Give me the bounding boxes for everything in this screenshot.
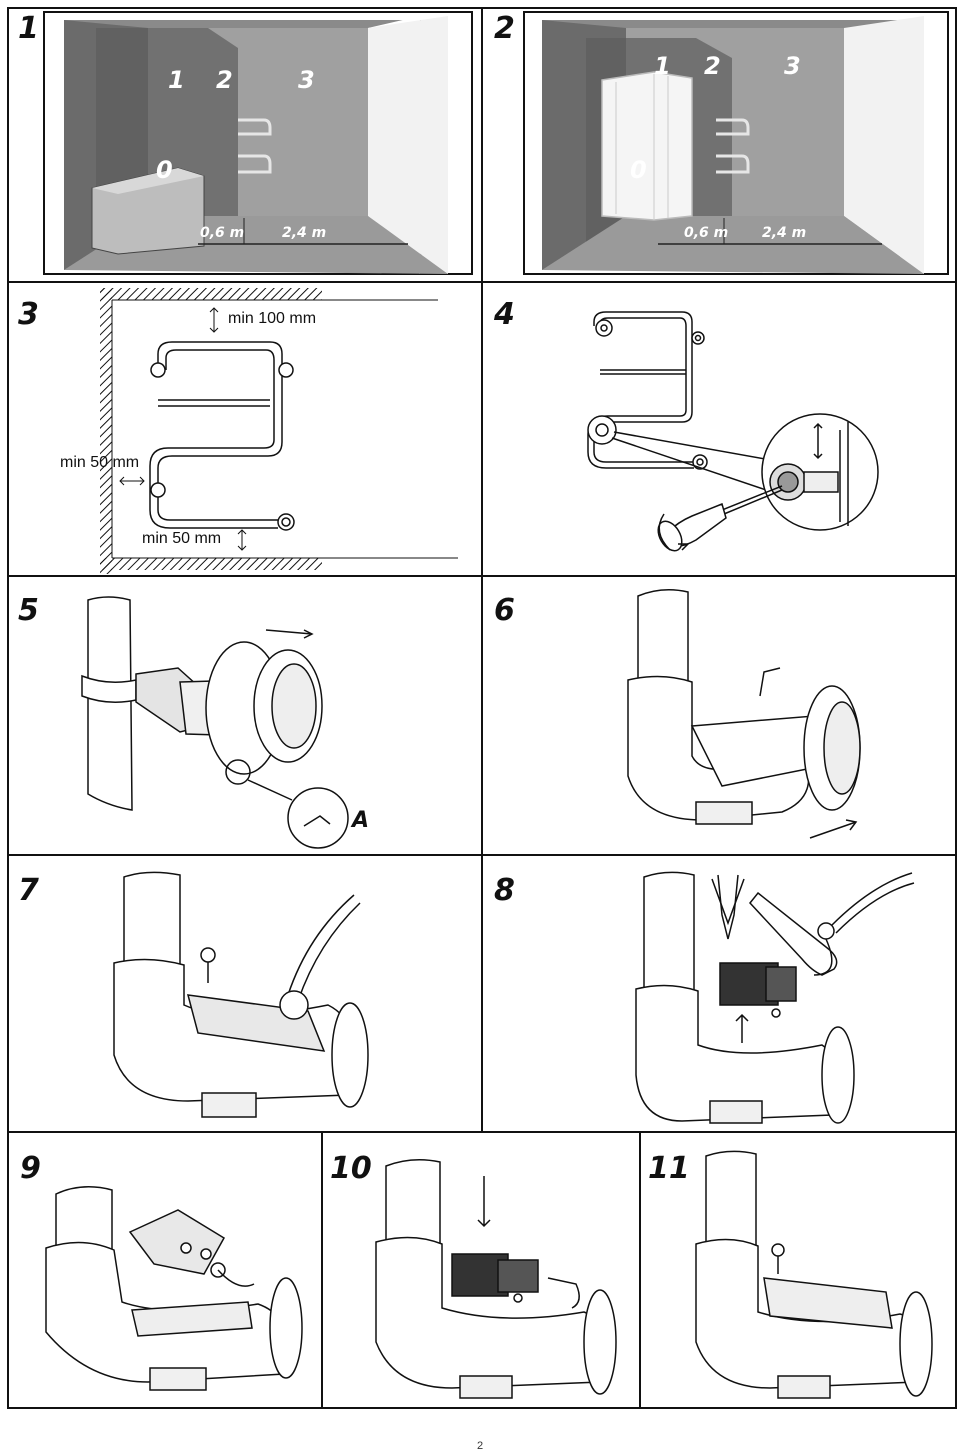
zone-3-label: 3 (784, 52, 801, 80)
unscrew-illustration (113, 871, 369, 1118)
pliers-illustration (635, 871, 915, 1124)
distance-2-4m: 2,4 m (282, 225, 327, 241)
zone-3-label: 3 (298, 66, 315, 94)
step-11-number: 11 (648, 1151, 690, 1186)
panel-1-bathroom-zones-bathtub: 1 2 3 0 0,6 m 2,4 m (8, 8, 482, 282)
step-2-number: 2 (494, 11, 515, 46)
top-clearance-label: min 100 mm (228, 310, 317, 327)
dimension-arrows (119, 307, 247, 551)
step-9-number: 9 (20, 1151, 41, 1186)
panel-5-connection-box-detach: A (8, 576, 482, 855)
panel-11-refit-cover (640, 1132, 956, 1408)
distance-2-4m: 2,4 m (762, 225, 807, 241)
panel-3-clearances: min 100 mm min 50 mm min 50 mm (8, 282, 482, 576)
panel-4-mounting (482, 282, 956, 576)
zone-1-label: 1 (168, 66, 185, 94)
bathroom-shower-illustration (523, 11, 949, 275)
towel-rail-icon (238, 118, 272, 174)
panel-8-remove-cover-pliers (482, 855, 956, 1132)
panel-6-pull-off-cover (482, 576, 956, 855)
terminal-illustration (45, 1186, 303, 1391)
step-5-number: 5 (18, 593, 39, 628)
zone-1-label: 1 (654, 52, 671, 80)
panel-10-reinsert-plug (322, 1132, 640, 1408)
zone-0-label: 0 (156, 156, 173, 184)
towel-rail (149, 341, 295, 531)
step-4-number: 4 (494, 297, 515, 332)
bottom-clearance-label: min 50 mm (142, 530, 222, 547)
step-6-number: 6 (494, 593, 515, 628)
page-number: 2 (476, 1440, 484, 1452)
reinsert-illustration (375, 1159, 617, 1399)
shower-cabin (601, 71, 693, 221)
step-3-number: 3 (18, 297, 39, 332)
towel-rail-icon (716, 118, 750, 174)
refit-cover-illustration (695, 1150, 933, 1399)
side-clearance-label: min 50 mm (60, 454, 140, 471)
pull-off-illustration (627, 589, 861, 839)
connection-box-illustration (81, 596, 349, 849)
panel-9-terminal-block (8, 1132, 322, 1408)
panel-7-remove-screw (8, 855, 482, 1132)
detail-a-label: A (352, 808, 370, 833)
step-7-number: 7 (18, 873, 39, 908)
panel-2-bathroom-zones-shower: 1 2 3 0 0,6 m 2,4 m (482, 8, 956, 282)
zone-2-label: 2 (216, 66, 233, 94)
distance-0-6m: 0,6 m (200, 225, 245, 241)
zone-2-label: 2 (704, 52, 721, 80)
step-10-number: 10 (330, 1151, 372, 1186)
step-1-number: 1 (18, 11, 39, 46)
bathroom-bathtub-illustration (43, 11, 473, 275)
clearance-diagram (100, 288, 458, 574)
mounting-illustration (587, 311, 879, 552)
distance-0-6m: 0,6 m (684, 225, 729, 241)
zone-0-label: 0 (630, 156, 647, 184)
step-8-number: 8 (494, 873, 515, 908)
